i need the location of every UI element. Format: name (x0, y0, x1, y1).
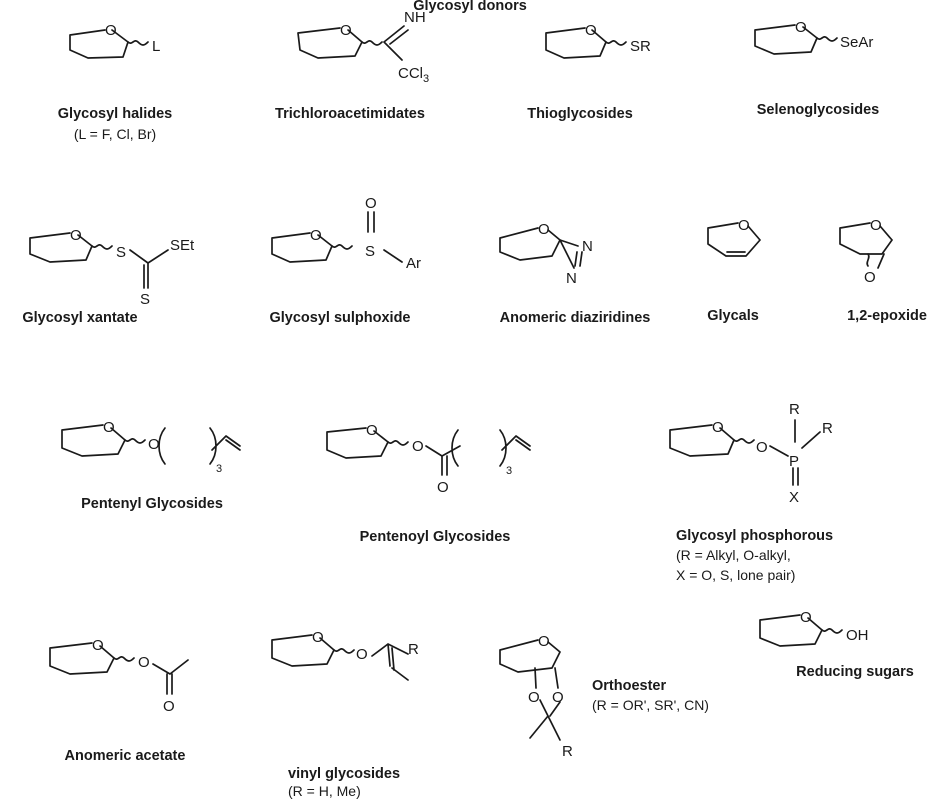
label-glycosyl-sulphoxide: Glycosyl sulphoxide (269, 310, 410, 326)
atom-sulfur: S (365, 243, 375, 260)
atom-ring-oxygen: O (105, 22, 117, 39)
label-glycals: Glycals (707, 308, 759, 324)
atom-x: X (789, 489, 799, 506)
atom-carbonyl-oxygen: O (437, 479, 449, 496)
atom-seleno-group: SeAr (840, 34, 873, 51)
label-reducing-sugars: Reducing sugars (796, 664, 914, 680)
atom-anomeric-oxygen: O (756, 439, 768, 456)
atom-epoxide-oxygen: O (864, 269, 876, 286)
label-vinyl-glycosides: vinyl glycosides (288, 766, 400, 782)
note-glycosyl-phosphorous-r: (R = Alkyl, O-alkyl, (676, 547, 791, 563)
structure-vinyl-glycoside: O O R vinyl glycosides (R = H, Me) (271, 629, 419, 799)
atom-ether-oxygen: O (356, 646, 368, 663)
atom-imine-nh: NH (404, 9, 426, 26)
atom-ring-oxygen: O (340, 22, 352, 39)
atom-ester-oxygen: O (412, 438, 424, 455)
atom-phosphorus: P (789, 453, 799, 470)
label-anomeric-diaziridines: Anomeric diaziridines (500, 310, 651, 326)
atom-carbonyl-oxygen: O (163, 698, 175, 715)
label-1-2-epoxide: 1,2-epoxide (847, 308, 927, 324)
atom-r: R (562, 743, 573, 760)
structure-pentenoyl-glycoside: O O O 3 Pentenoyl Glycosides (326, 422, 531, 545)
structure-glycosyl-xanthate: O S SEt S Glycosyl xantate (22, 227, 195, 326)
atom-ring-oxygen: O (310, 227, 322, 244)
label-selenoglycosides: Selenoglycosides (757, 102, 880, 118)
structure-glycosyl-sulphoxide: O O S Ar Glycosyl sulphoxide (269, 195, 421, 326)
atom-ring-oxygen: O (366, 422, 378, 439)
atom-nitrogen-bottom: N (566, 270, 577, 287)
atom-ether-oxygen: O (148, 436, 160, 453)
structure-reducing-sugar: O OH Reducing sugars (759, 609, 914, 680)
label-trichloroacetimidates: Trichloroacetimidates (275, 106, 425, 122)
label-pentenyl-glycosides: Pentenyl Glycosides (81, 496, 223, 512)
structure-orthoester: O O O R Orthoester (R = OR', SR', CN) (499, 633, 709, 760)
atom-ring-oxygen: O (738, 217, 750, 234)
atom-ring-oxygen: O (538, 633, 550, 650)
label-glycosyl-xantate: Glycosyl xantate (22, 310, 137, 326)
note-glycosyl-halides: (L = F, Cl, Br) (74, 126, 156, 142)
atom-ring-oxygen: O (585, 22, 597, 39)
atom-ring-oxygen: O (795, 19, 807, 36)
atom-thio-group: SR (630, 38, 651, 55)
note-glycosyl-phosphorous-x: X = O, S, lone pair) (676, 567, 795, 583)
atom-nitrogen-top: N (582, 238, 593, 255)
structure-glycal: O Glycals (707, 217, 761, 324)
atom-aryl: Ar (406, 255, 421, 272)
atom-r-top: R (789, 401, 800, 418)
atom-ring-oxygen: O (103, 419, 115, 436)
atom-ester-oxygen: O (138, 654, 150, 671)
atom-sulfur-link: S (116, 244, 126, 261)
atom-orthoester-oxygen-right: O (552, 689, 564, 706)
structure-trichloroacetimidate: O NH CCl3 Trichloroacetimidates (275, 9, 429, 122)
subscript-chain-length: 3 (506, 465, 512, 477)
atom-leaving-group: L (152, 38, 160, 55)
scheme-header: Glycosyl donors (413, 0, 527, 14)
structure-thioglycoside: O SR Thioglycosides (527, 22, 651, 122)
note-vinyl-glycosides: (R = H, Me) (288, 783, 361, 799)
structure-anomeric-diaziridine: O N N Anomeric diaziridines (499, 221, 651, 326)
note-orthoester: (R = OR', SR', CN) (592, 697, 709, 713)
structure-anomeric-acetate: O O O Anomeric acetate (49, 637, 189, 764)
atom-ring-oxygen: O (312, 629, 324, 646)
atom-hydroxyl: OH (846, 627, 869, 644)
atom-ring-oxygen: O (92, 637, 104, 654)
atom-ring-oxygen: O (870, 217, 882, 234)
atom-ring-oxygen: O (800, 609, 812, 626)
label-glycosyl-phosphorous: Glycosyl phosphorous (676, 528, 833, 544)
atom-sulfoxide-oxygen: O (365, 195, 377, 212)
label-orthoester: Orthoester (592, 678, 666, 694)
label-glycosyl-halides: Glycosyl halides (58, 106, 172, 122)
atom-r: R (408, 641, 419, 658)
structure-glycosyl-phosphorous: O O P R R X Glycosyl phosphorous (R = Al… (669, 401, 833, 583)
structure-glycosyl-halide: O L Glycosyl halides (L = F, Cl, Br) (58, 22, 172, 142)
label-anomeric-acetate: Anomeric acetate (65, 748, 186, 764)
atom-ring-oxygen: O (70, 227, 82, 244)
subscript-chain-length: 3 (216, 463, 222, 475)
label-thioglycosides: Thioglycosides (527, 106, 633, 122)
atom-trichloromethyl: CCl3 (398, 65, 429, 85)
label-pentenoyl-glycosides: Pentenoyl Glycosides (360, 529, 511, 545)
structure-epoxide: O O 1,2-epoxide (839, 217, 927, 324)
atom-ring-oxygen: O (712, 419, 724, 436)
atom-orthoester-oxygen-left: O (528, 689, 540, 706)
structure-selenoglycoside: O SeAr Selenoglycosides (754, 19, 880, 118)
atom-r-right: R (822, 420, 833, 437)
atom-thione-sulfur: S (140, 291, 150, 308)
structure-pentenyl-glycoside: O O 3 Pentenyl Glycosides (61, 419, 241, 512)
atom-ring-oxygen: O (538, 221, 550, 238)
atom-ethylthio: SEt (170, 237, 195, 254)
